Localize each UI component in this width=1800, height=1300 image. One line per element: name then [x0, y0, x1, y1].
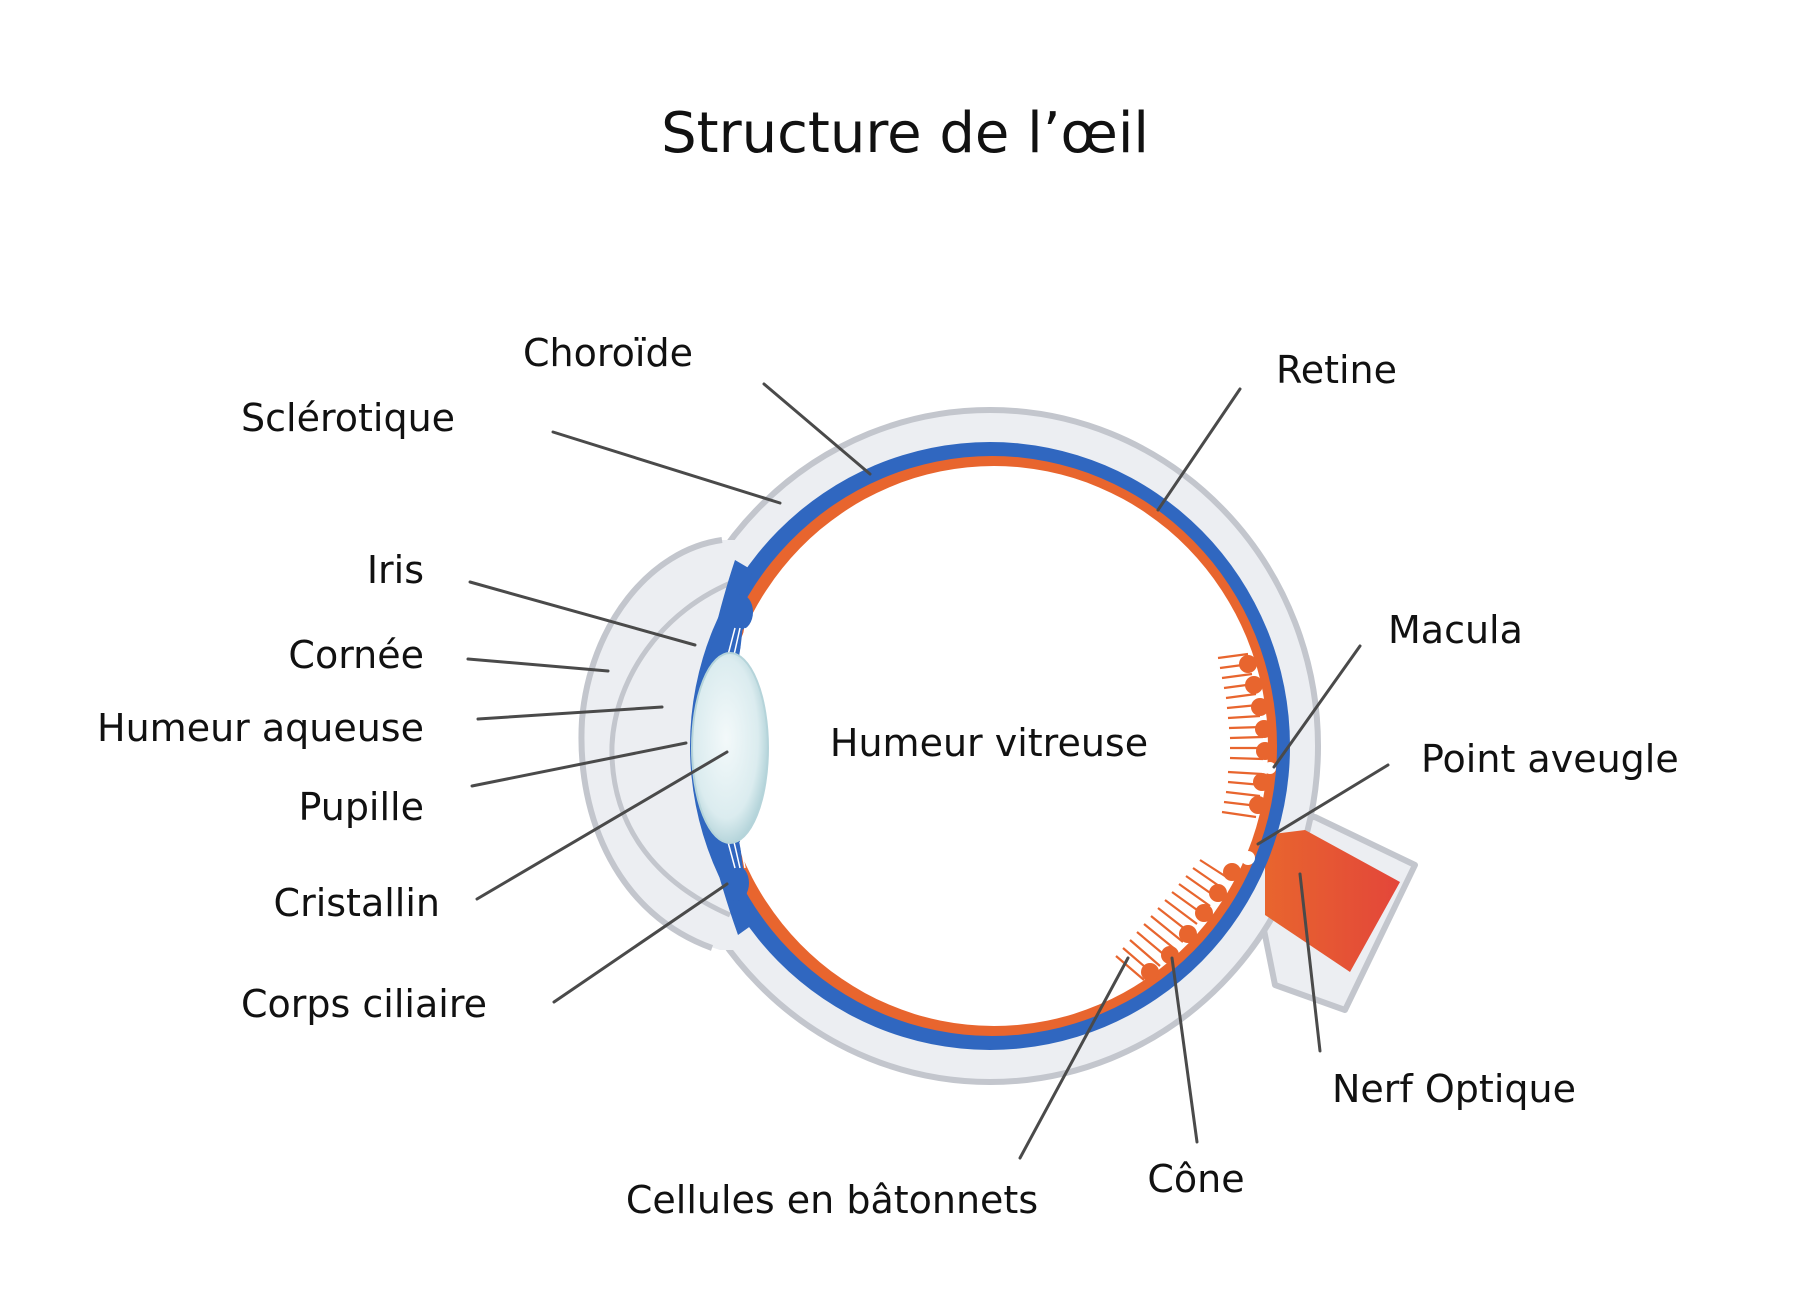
leader-nerf-optique [1298, 872, 1322, 1053]
leader-cristallin [475, 750, 729, 901]
label-nerf-optique: Nerf Optique [1332, 1067, 1576, 1111]
leader-lines [466, 382, 1390, 1160]
label-macula: Macula [1388, 608, 1523, 652]
leader-choroide [762, 382, 872, 476]
leader-cone [1170, 956, 1199, 1144]
label-retine: Retine [1276, 348, 1397, 392]
diagram-title: Structure de l’œil [661, 101, 1149, 166]
label-humeur-aqueuse: Humeur aqueuse [97, 706, 424, 750]
label-cristallin: Cristallin [274, 881, 440, 925]
photoreceptors-macula [1217, 652, 1276, 819]
leader-corps-ciliaire [552, 882, 729, 1004]
label-humeur-vitreuse: Humeur vitreuse [830, 721, 1148, 765]
leader-cornee [466, 657, 610, 673]
leader-sclerotique [551, 430, 782, 505]
label-point-aveugle: Point aveugle [1421, 737, 1679, 781]
label-pupille: Pupille [298, 785, 424, 829]
leader-iris [468, 580, 697, 647]
label-cone: Cône [1147, 1157, 1244, 1201]
leader-point-aveugle [1256, 763, 1390, 846]
leader-macula [1272, 644, 1362, 769]
optic-nerve [1265, 830, 1400, 972]
label-batonnets: Cellules en bâtonnets [626, 1178, 1038, 1222]
lens [691, 652, 769, 844]
zonular-fibers [727, 627, 746, 869]
label-iris: Iris [367, 548, 424, 592]
label-corps-ciliaire: Corps ciliaire [241, 982, 487, 1026]
label-cornee: Cornée [288, 633, 424, 677]
leader-retine [1156, 387, 1242, 512]
photoreceptors-lower [1115, 851, 1255, 981]
leader-humeur-aqueuse [476, 705, 664, 721]
label-choroide: Choroïde [523, 331, 693, 375]
leader-batonnets [1018, 956, 1130, 1160]
leader-pupille [470, 741, 688, 788]
vitreous-humour [720, 466, 1268, 1026]
label-sclerotique: Sclérotique [241, 396, 455, 440]
